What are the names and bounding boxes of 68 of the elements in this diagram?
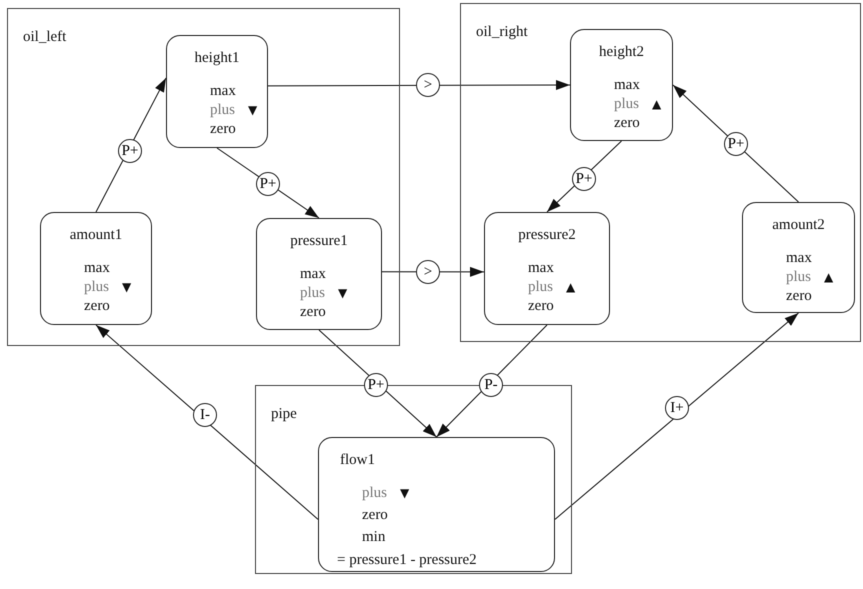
edge-label: I- <box>193 403 217 427</box>
value-label: plus <box>84 278 110 296</box>
equation-text: = pressure1 - pressure2 <box>337 551 477 569</box>
value-label: zero <box>210 120 236 138</box>
trend-mark: ▲ <box>652 96 662 113</box>
value-label: zero <box>614 114 640 132</box>
quantity-box <box>742 202 855 313</box>
value-label: zero <box>84 297 110 315</box>
quantity-box <box>256 218 382 330</box>
quantity-box <box>484 212 610 325</box>
quantity-name: flow1 <box>340 451 375 469</box>
trend-mark: ▼ <box>248 102 258 119</box>
group-frame <box>460 3 861 342</box>
arrow <box>216 148 320 218</box>
edge-label: P+ <box>724 132 748 156</box>
group-frame <box>7 8 400 346</box>
arrow <box>546 140 622 212</box>
value-label: max <box>84 259 110 277</box>
group-label: oil_right <box>476 23 528 41</box>
value-label: plus <box>210 101 236 119</box>
group-label: pipe <box>271 405 297 423</box>
value-label: zero <box>528 297 554 315</box>
quantity-box <box>570 29 673 141</box>
value-label: zero <box>362 506 388 524</box>
quantity-name: pressure2 <box>517 226 577 244</box>
value-label: plus <box>614 95 640 113</box>
edge-label: P- <box>479 373 503 397</box>
value-label: plus <box>528 278 554 296</box>
edge-label: P+ <box>364 373 388 397</box>
value-label: min <box>362 528 386 546</box>
quantity-box <box>166 35 268 148</box>
value-label: max <box>528 259 554 277</box>
edge-label: > <box>416 260 440 284</box>
quantity-name: pressure1 <box>289 232 349 250</box>
quantity-box <box>40 212 152 325</box>
arrow <box>672 84 799 202</box>
arrow <box>268 80 570 90</box>
trend-mark: ▼ <box>122 279 132 296</box>
value-label: max <box>786 249 812 267</box>
quantity-box <box>318 437 555 572</box>
edge-label: P+ <box>572 167 596 191</box>
edge-label: > <box>416 73 440 97</box>
arrow <box>436 324 548 438</box>
arrow <box>318 330 437 438</box>
edge-label: P+ <box>118 139 142 163</box>
value-label: zero <box>300 303 326 321</box>
quantity-name: amount2 <box>771 216 826 234</box>
value-label: max <box>614 76 640 94</box>
value-label: plus <box>786 268 812 286</box>
quantity-name: height2 <box>598 43 645 61</box>
value-label: zero <box>786 287 812 305</box>
arrow <box>96 324 318 520</box>
value-label: plus <box>362 484 388 502</box>
value-label: max <box>210 82 236 100</box>
value-label: plus <box>300 284 326 302</box>
arrow <box>554 312 799 520</box>
trend-mark: ▼ <box>338 285 348 302</box>
edge-label: P+ <box>256 172 280 196</box>
trend-mark: ▲ <box>824 269 834 286</box>
quantity-name: amount1 <box>68 226 124 244</box>
arrow <box>96 77 166 212</box>
quantity-name: height1 <box>194 49 240 67</box>
trend-mark: ▼ <box>400 485 410 502</box>
group-label: oil_left <box>23 28 66 46</box>
edge-label: I+ <box>665 396 689 420</box>
trend-mark: ▲ <box>566 279 576 296</box>
value-label: max <box>300 265 326 283</box>
arrow <box>382 266 484 277</box>
